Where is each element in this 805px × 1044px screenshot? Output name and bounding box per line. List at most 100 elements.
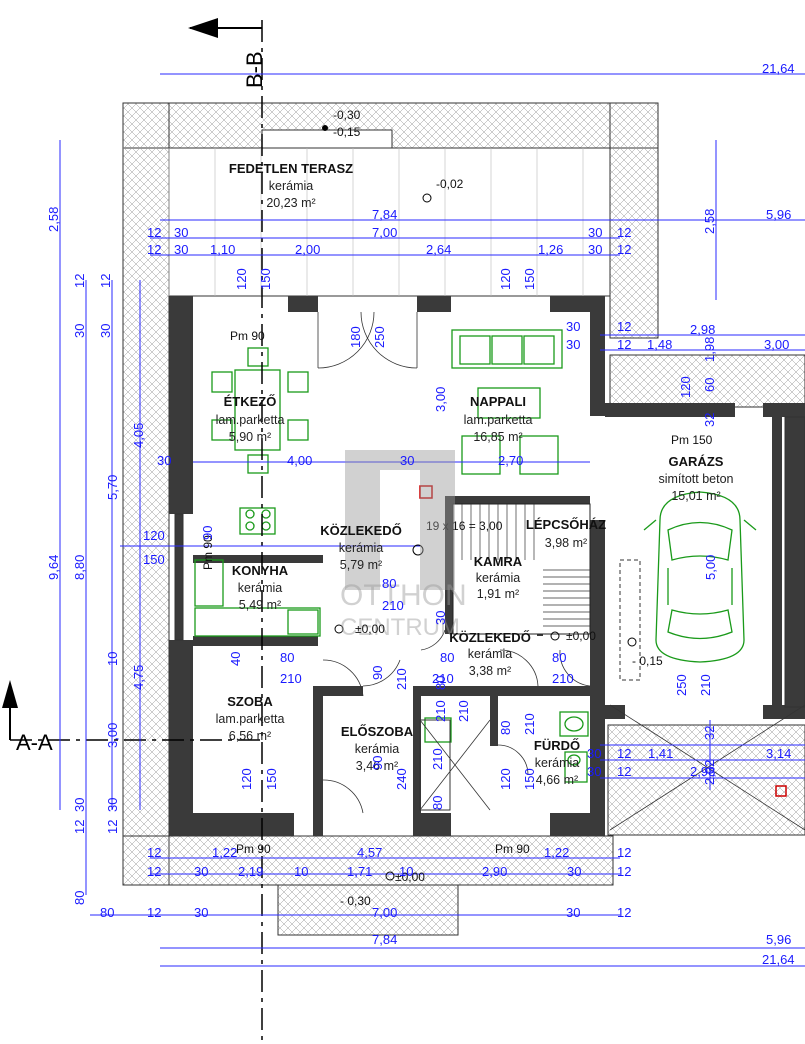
dim-top-596: 5,96 — [766, 207, 791, 222]
room-garazs-area: 15,01 m² — [671, 489, 720, 503]
room-kamra-name: KAMRA — [474, 554, 523, 569]
dim-left-300: 3,00 — [105, 723, 120, 748]
dim-bot3-5: 12 — [617, 905, 631, 920]
dim-int-180: 180 — [348, 326, 363, 348]
dim-right-30b: 30 — [566, 337, 580, 352]
dim-right-32: 32 — [702, 413, 717, 427]
room-szoba-material: lam.parketta — [216, 712, 285, 726]
dim-row3-0: 12 — [147, 242, 161, 257]
dim-row3-2: 1,10 — [210, 242, 235, 257]
dim-int-150k: 150 — [143, 552, 165, 567]
room-konyha-name: KONYHA — [232, 563, 289, 578]
dim-bot1-3: 1,22 — [544, 845, 569, 860]
level-hall: ±0,00 — [355, 622, 385, 636]
level-entry: ±0,00 — [395, 870, 425, 884]
dim-left-258: 2,58 — [46, 207, 61, 232]
room-lepcsohaz-area: 3,98 m² — [545, 536, 587, 550]
dim-int-270: 2,70 — [498, 453, 523, 468]
dim-int-300: 3,00 — [433, 387, 448, 412]
dim-right-298b: 2,98 — [690, 764, 715, 779]
dim-right-30a: 30 — [566, 319, 580, 334]
dim-bot2-6: 2,90 — [482, 864, 507, 879]
dim-left-475: 4,75 — [131, 665, 146, 690]
dim-bot1-4: 12 — [617, 845, 631, 860]
room-furdo-material: kerámia — [535, 756, 580, 770]
dim-top-700: 7,00 — [372, 225, 397, 240]
room-furdo-area: 4,66 m² — [536, 773, 578, 787]
watermark-line1: OTTHON — [340, 579, 467, 612]
level-terrace-b: -0,15 — [333, 125, 361, 139]
dim-bot3-3: 7,00 — [372, 905, 397, 920]
dim-int-210a: 210 — [382, 598, 404, 613]
dim-top-30a: 30 — [174, 225, 188, 240]
dim-int-400: 4,00 — [287, 453, 312, 468]
dim-top-30b: 30 — [588, 225, 602, 240]
dim-int-80c: 80 — [280, 650, 294, 665]
level-garage: - 0,15 — [632, 654, 663, 668]
dim-bot-784: 7,84 — [372, 932, 397, 947]
dim-int-90a: 90 — [370, 666, 385, 680]
dim-int-210e: 210 — [394, 668, 409, 690]
dim-int-90k: 90 — [200, 526, 215, 540]
level-terrace-a: -0,30 — [333, 108, 361, 122]
dim-int-150s: 150 — [264, 768, 279, 790]
dim-bot2-8: 12 — [617, 864, 631, 879]
room-eloszoba-name: ELŐSZOBA — [341, 724, 414, 739]
dim-row3-4: 2,64 — [426, 242, 451, 257]
dim-top-12a: 12 — [147, 225, 161, 240]
dim-bot3-1: 12 — [147, 905, 161, 920]
dim-bot2-3: 10 — [294, 864, 308, 879]
watermark-logo: OTTHON CENTRUM — [340, 450, 467, 641]
dim-left-570: 5,70 — [105, 475, 120, 500]
dim-left-80: 80 — [72, 891, 87, 905]
room-kozlekedo2-name: KÖZLEKEDŐ — [449, 630, 531, 645]
dim-bot2-5: 10 — [399, 864, 413, 879]
dimension-lines — [59, 73, 805, 967]
dim-right-202: 2,02 — [702, 760, 717, 785]
watermark-line2: CENTRUM — [340, 614, 460, 641]
dim-int-150b: 150 — [522, 268, 537, 290]
dim-int-80e: 80 — [433, 676, 448, 690]
dim-right-198: 1,98 — [702, 337, 717, 362]
dim-int-150a: 150 — [258, 268, 273, 290]
room-etkezo-material: lam.parketta — [216, 413, 285, 427]
dim-bot1-2: 4,57 — [357, 845, 382, 860]
dim-int-90b: 90 — [370, 756, 385, 770]
room-nappali-area: 16,85 m² — [473, 430, 522, 444]
dim-right-120: 120 — [678, 376, 693, 398]
room-etkezo-area: 5,90 m² — [229, 430, 271, 444]
dim-bot-596: 5,96 — [766, 932, 791, 947]
dim-right-210: 210 — [698, 674, 713, 696]
dim-bot2-7: 30 — [567, 864, 581, 879]
dining-table — [234, 369, 281, 451]
dim-int-210f: 210 — [433, 700, 448, 722]
dim-bot2-4: 1,71 — [347, 864, 372, 879]
dim-int-80g: 80 — [430, 796, 445, 810]
tag-pm150-garage: Pm 150 — [671, 433, 713, 447]
dim-top-total: 21,64 — [762, 61, 795, 76]
room-etkezo-name: ÉTKEZŐ — [224, 394, 277, 409]
annotations: Pm 90 Pm 90 Pm 150 Pm 90 Pm 90 -0,30 -0,… — [201, 108, 713, 908]
room-konyha-material: kerámia — [238, 581, 283, 595]
dim-left-30d: 30 — [105, 798, 120, 812]
dim-int-80a: 80 — [382, 576, 396, 591]
dim-int-210g: 210 — [456, 700, 471, 722]
room-furdo-name: FÜRDŐ — [534, 738, 580, 753]
room-nappali-material: lam.parketta — [464, 413, 533, 427]
level-terrace-mid: -0,02 — [436, 177, 464, 191]
dim-bot3-0: 80 — [100, 905, 114, 920]
tag-pm90-top: Pm 90 — [230, 329, 265, 343]
dim-right-60: 60 — [702, 378, 717, 392]
dim-left-880: 8,80 — [72, 555, 87, 580]
dim-row3-6: 30 — [588, 242, 602, 257]
dim-int-120f: 120 — [498, 768, 513, 790]
dim-right-32b: 32 — [702, 726, 717, 740]
dim-left-12d: 12 — [105, 820, 120, 834]
room-kozlekedo1-area: 5,79 m² — [340, 558, 382, 572]
room-labels: FEDETLEN TERASZ kerámia 20,23 m² ÉTKEZŐ … — [216, 161, 734, 787]
dim-bot3-2: 30 — [194, 905, 208, 920]
dim-bot2-0: 12 — [147, 864, 161, 879]
dim-bot3-4: 30 — [566, 905, 580, 920]
dim-right-12d: 12 — [617, 764, 631, 779]
